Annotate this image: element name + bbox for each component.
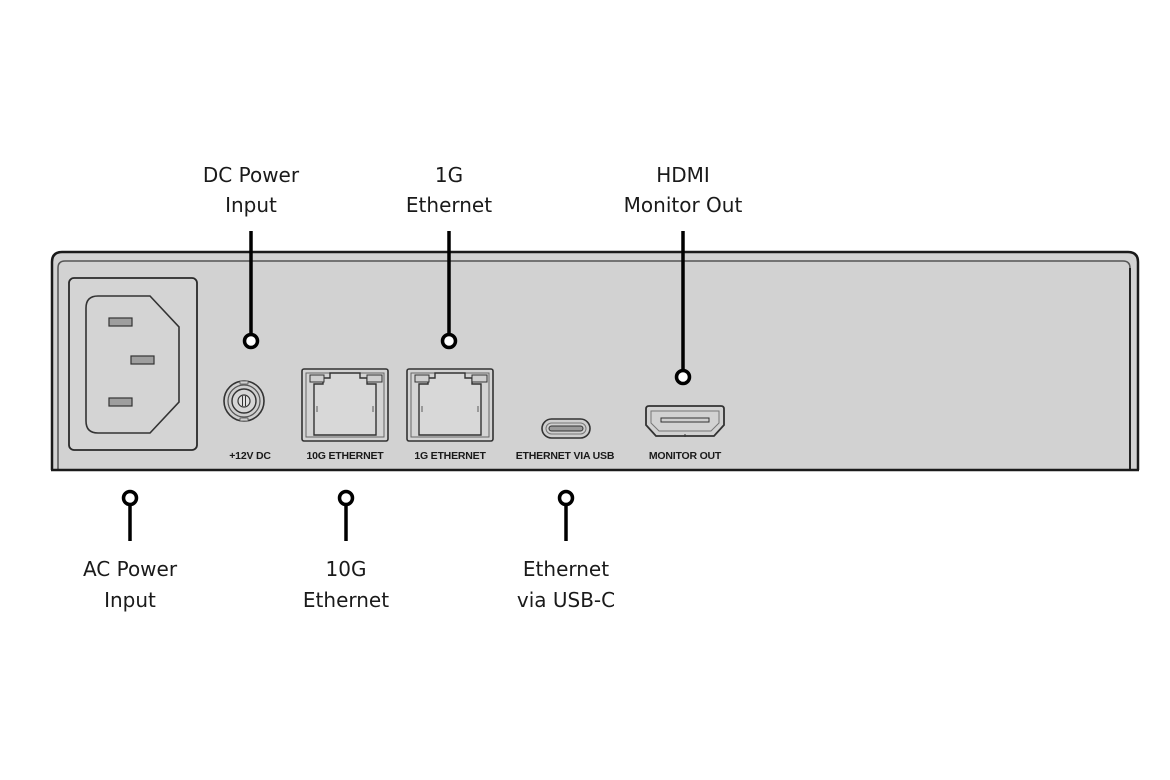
ac-power-inlet-icon — [68, 277, 198, 451]
callout-marker — [674, 368, 692, 386]
port-label-1g-ethernet: 1G ETHERNET — [414, 450, 486, 462]
callout-hdmi-monitor-out: HDMI Monitor Out — [624, 163, 743, 386]
callout-hdmi-line1: HDMI — [656, 163, 710, 187]
callout-dc-power-line1: DC Power — [203, 163, 300, 187]
callout-usb-line1: Ethernet — [523, 557, 609, 581]
callout-10g-line1: 10G — [326, 557, 367, 581]
callout-marker — [440, 332, 458, 350]
callout-hdmi-line2: Monitor Out — [624, 193, 743, 217]
usb-c-port-icon — [541, 418, 591, 439]
callout-dc-power-input: DC Power Input — [203, 163, 300, 350]
callout-marker — [557, 489, 575, 507]
port-label-ethernet-via-usb: ETHERNET VIA USB — [516, 450, 615, 462]
chassis-inner-bezel — [57, 260, 1131, 470]
callout-dc-power-line2: Input — [225, 193, 277, 217]
device-chassis — [50, 250, 1140, 472]
port-label-10g-ethernet: 10G ETHERNET — [307, 450, 385, 462]
callout-10g-line2: Ethernet — [303, 588, 389, 612]
callout-1g-line1: 1G — [435, 163, 463, 187]
callout-marker — [337, 489, 355, 507]
callout-marker — [242, 332, 260, 350]
port-label-monitor-out: MONITOR OUT — [649, 450, 722, 462]
hdmi-port-icon — [645, 405, 725, 437]
callout-ac-power-line1: AC Power — [83, 557, 178, 581]
callout-10g-ethernet: 10G Ethernet — [303, 489, 389, 612]
callout-ac-power-line2: Input — [104, 588, 156, 612]
callout-1g-line2: Ethernet — [406, 193, 492, 217]
callout-ac-power-input: AC Power Input — [83, 489, 178, 612]
callout-marker — [121, 489, 139, 507]
dc-power-connector-icon — [223, 380, 265, 422]
callout-ethernet-via-usb-c: Ethernet via USB-C — [517, 489, 615, 612]
port-label-dc: +12V DC — [229, 450, 271, 462]
ethernet-10g-port-icon — [301, 368, 389, 442]
ethernet-1g-port-icon — [406, 368, 494, 442]
callout-usb-line2: via USB-C — [517, 588, 615, 612]
chassis-outline — [50, 250, 1140, 470]
callout-1g-ethernet: 1G Ethernet — [406, 163, 492, 350]
